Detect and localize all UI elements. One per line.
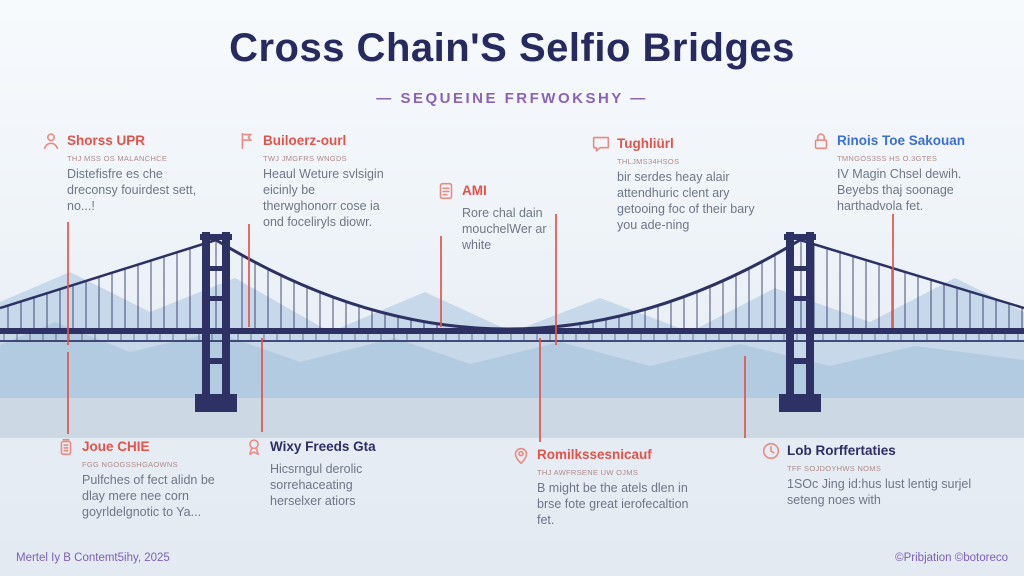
annotation-heading: Romilkssesnicauf [537, 446, 652, 462]
annotation-heading: Joue CHIE [82, 438, 150, 454]
annotation-caption: FGG NGOGSSHGAOWNS [82, 460, 178, 469]
clock-icon [760, 440, 782, 462]
annotation-heading: Rinois Toe Sakouan [837, 132, 966, 148]
annotation-caption: THJ AWFRSENE UW OJMS [537, 468, 639, 477]
annotation-heading: AMI [462, 182, 487, 198]
footer-attribution: ©Pribjation ©botoreco [895, 552, 1008, 564]
annotation-caption: TMNGOS3SS HS O.3GTES [837, 154, 938, 163]
annotation-caption: THLJMS34HSOS [617, 157, 680, 166]
chat-icon [590, 133, 612, 155]
annotation-body: B might be the atels dlen in brse fote g… [537, 481, 689, 527]
flag-icon [236, 130, 258, 152]
annotation-caption: THJ MSS OS MALANCHCE [67, 154, 168, 163]
annotation-romilkssesnicauf: Romilkssesnicauf THJ AWFRSENE UW OJMS B … [510, 444, 700, 528]
annotation-body: 1SOc Jing id:hus lust lentig surjel sete… [787, 477, 972, 507]
annotation-tughliurl: Tughliürl THLJMS34HSOS bir serdes heay a… [590, 133, 758, 233]
annotation-body: Hicsrngul derolic sorrehaceating herselx… [270, 462, 363, 508]
annotation-heading: Tughliürl [617, 135, 674, 151]
annotation-body: Rore chal dain mouchelWer ar white [462, 206, 547, 252]
annotation-heading: Lob Rorffertaties [787, 442, 896, 458]
page-subtitle: — SEQUEINE FRFWOKSHY — [376, 90, 648, 107]
annotation-body: Heaul Weture svlsigin eicinly be therwgh… [263, 167, 384, 229]
connector-lines [67, 214, 894, 442]
annotation-lob-rorffertaties: Lob Rorffertaties TFF SOJDOYHWS NOMS 1SO… [760, 440, 980, 508]
footer-credit: Mertel Iy B Contemt5ihy, 2025 [16, 552, 170, 564]
jar-icon [55, 436, 77, 458]
annotation-body: Distefisfre es che dreconsy fouirdest se… [67, 167, 197, 213]
annotation-ami: AMI Rore chal dain mouchelWer ar white [435, 180, 557, 253]
annotation-shorss-upr: Shorss UPR THJ MSS OS MALANCHCE Distefis… [40, 130, 198, 214]
person-icon [40, 130, 62, 152]
bridge-tower-left [195, 232, 237, 412]
annotation-body: bir serdes heay alair attendhuric clent … [617, 170, 755, 232]
award-icon [243, 436, 265, 458]
lock-icon [810, 130, 832, 152]
annotation-caption: TFF SOJDOYHWS NOMS [787, 464, 882, 473]
bridge-deck-truss [0, 340, 1024, 342]
annotation-body: Pulfches of fect alidn be dlay mere nee … [82, 473, 215, 519]
annotation-rinois-toe-sakouan: Rinois Toe Sakouan TMNGOS3SS HS O.3GTES … [810, 130, 990, 214]
bridge-tower-right [779, 232, 821, 412]
document-icon [435, 180, 457, 202]
annotation-caption: TWJ JMGFRS WNGDS [263, 154, 347, 163]
person-pin-icon [510, 444, 532, 466]
page-title: Cross Chain'S Selfio Bridges [229, 26, 795, 70]
annotation-wixy-freeds-gta: Wixy Freeds Gta Hicsrngul derolic sorreh… [243, 436, 403, 509]
annotation-heading: Shorss UPR [67, 132, 146, 148]
annotation-body: IV Magin Chsel dewih. Beyebs thaj soonag… [837, 167, 962, 213]
annotation-builoerz-ourl: Builoerz-ourl TWJ JMGFRS WNGDS Heaul Wet… [236, 130, 388, 230]
annotation-joue-chie: Joue CHIE FGG NGOGSSHGAOWNS Pulfches of … [55, 436, 233, 520]
annotation-heading: Wixy Freeds Gta [270, 438, 376, 454]
water [0, 398, 1024, 438]
bridge-deck [0, 328, 1024, 334]
annotation-heading: Builoerz-ourl [263, 132, 347, 148]
mountains-front [0, 322, 1024, 398]
